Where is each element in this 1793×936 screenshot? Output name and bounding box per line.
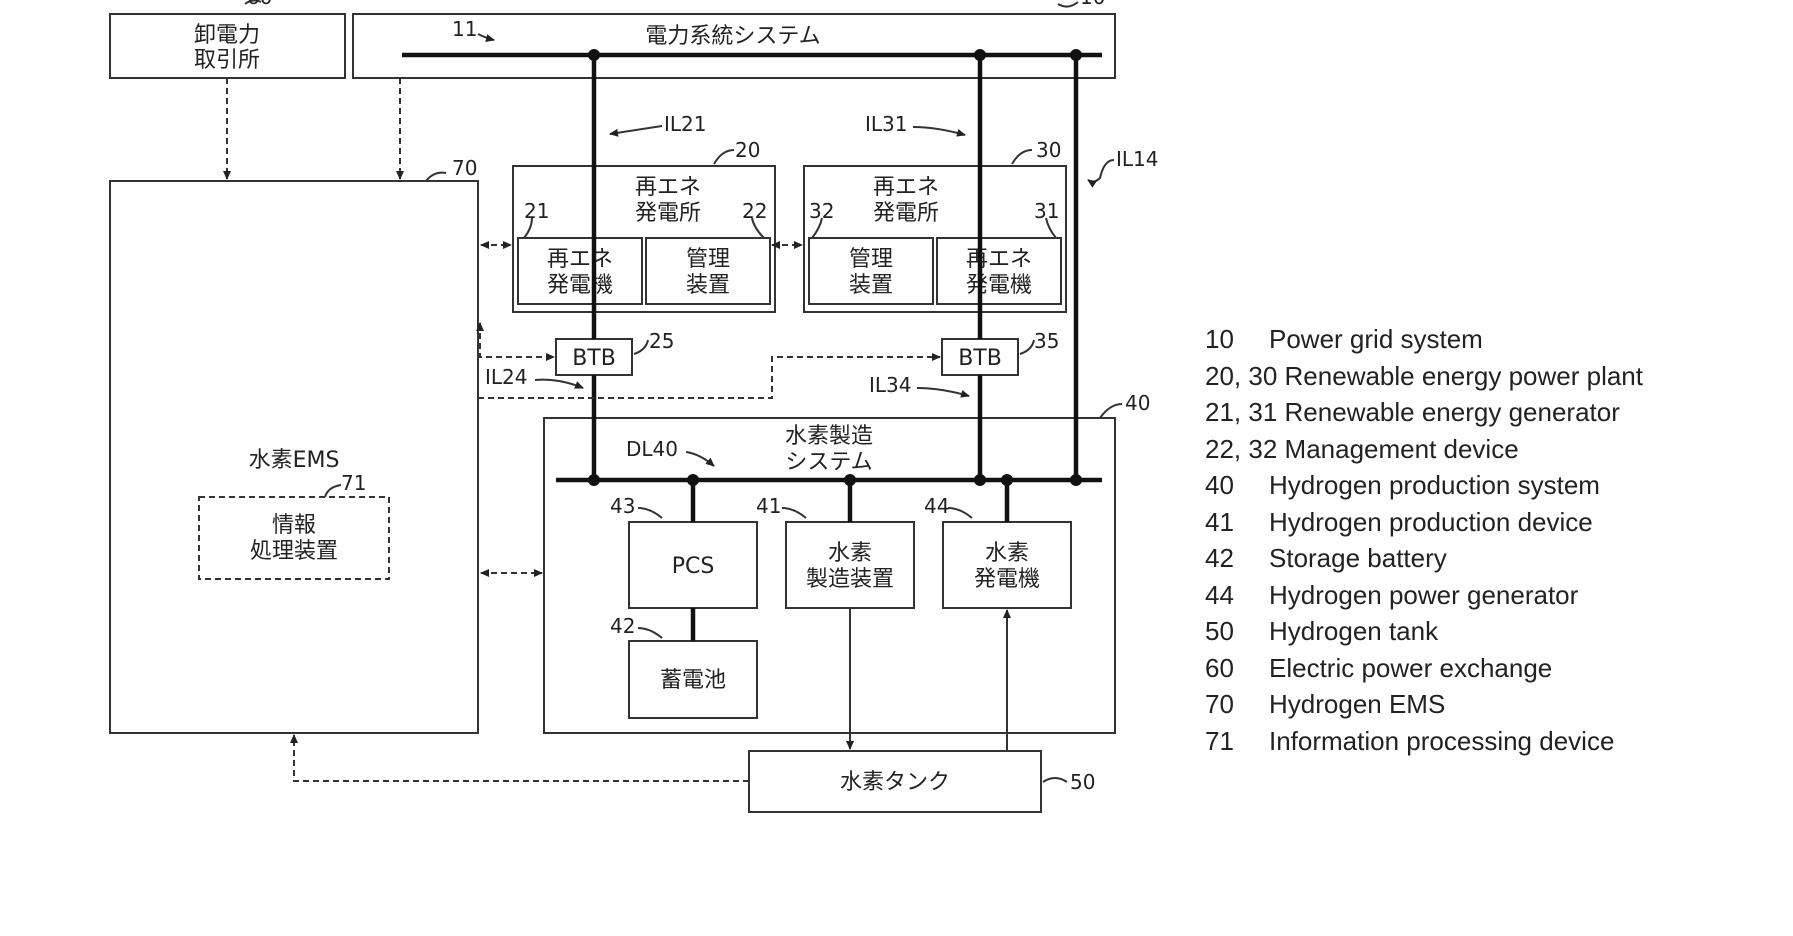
- legend-row: 70Hydrogen EMS: [1205, 686, 1765, 723]
- hydrogen-tank-block: 水素タンク 50: [749, 751, 1095, 812]
- legend-key: 42: [1205, 540, 1269, 577]
- legend-key: 20, 30: [1205, 358, 1277, 395]
- legend-text: Power grid system: [1269, 321, 1483, 358]
- info-processing-label-1: 情報: [272, 513, 316, 538]
- h2-system-ref: 40: [1125, 391, 1150, 415]
- mgmt-32-ref: 32: [809, 199, 834, 223]
- plant-20-label-2: 発電所: [635, 201, 701, 226]
- legend-row: 20, 30 Renewable energy power plant: [1205, 358, 1765, 395]
- legend: 10Power grid system 20, 30 Renewable ene…: [1205, 321, 1765, 759]
- tank-label: 水素タンク: [840, 770, 950, 795]
- mgmt-22-label-1: 管理: [686, 247, 730, 272]
- legend-text: Management device: [1285, 431, 1519, 468]
- legend-row: 41Hydrogen production device: [1205, 504, 1765, 541]
- btb-25-label: BTB: [572, 346, 616, 371]
- plant-20-label-1: 再エネ: [635, 175, 701, 200]
- legend-row: 60Electric power exchange: [1205, 650, 1765, 687]
- btb-35-ref: 35: [1034, 329, 1059, 353]
- legend-text: Renewable energy generator: [1285, 394, 1620, 431]
- h2-gen-ref: 44: [924, 494, 949, 518]
- il21-label: IL21: [664, 112, 707, 136]
- legend-key: 44: [1205, 577, 1269, 614]
- hydrogen-ems-block: 水素EMS 70: [110, 156, 478, 733]
- gen-21-label-1: 再エネ: [547, 247, 613, 272]
- legend-key: 60: [1205, 650, 1269, 687]
- legend-text: Hydrogen production device: [1269, 504, 1593, 541]
- plant-30-label-2: 発電所: [873, 201, 939, 226]
- power-exchange-label-2: 取引所: [194, 48, 260, 73]
- legend-row: 40Hydrogen production system: [1205, 467, 1765, 504]
- info-processing-label-2: 処理装置: [250, 539, 338, 564]
- h2-gen-label-2: 発電機: [974, 567, 1040, 592]
- gen-31-label-1: 再エネ: [966, 247, 1032, 272]
- gen-31-ref: 31: [1034, 199, 1059, 223]
- legend-row: 71Information processing device: [1205, 723, 1765, 760]
- hydrogen-ems-ref: 70: [452, 156, 477, 180]
- legend-row: 44Hydrogen power generator: [1205, 577, 1765, 614]
- legend-text: Information processing device: [1269, 723, 1614, 760]
- il34-label: IL34: [869, 373, 912, 397]
- mgmt-22-ref: 22: [742, 199, 767, 223]
- tank-ref: 50: [1070, 770, 1095, 794]
- btb-35-block: BTB 35: [942, 329, 1059, 375]
- h2-prod-ref: 41: [756, 494, 781, 518]
- power-exchange-ref: 60: [247, 0, 272, 9]
- battery-ref: 42: [610, 614, 635, 638]
- legend-row: 42Storage battery: [1205, 540, 1765, 577]
- legend-text: Hydrogen EMS: [1269, 686, 1445, 723]
- pcs-ref: 43: [610, 494, 635, 518]
- battery-label: 蓄電池: [660, 668, 726, 693]
- h2-system-label-1: 水素製造: [785, 424, 873, 449]
- legend-key: 40: [1205, 467, 1269, 504]
- power-exchange-label-1: 卸電力: [194, 23, 260, 48]
- mgmt-32-label-1: 管理: [849, 247, 893, 272]
- legend-key: 10: [1205, 321, 1269, 358]
- legend-text: Electric power exchange: [1269, 650, 1552, 687]
- btb-35-label: BTB: [958, 346, 1002, 371]
- legend-text: Renewable energy power plant: [1285, 358, 1643, 395]
- info-processing-ref: 71: [341, 471, 366, 495]
- hydrogen-ems-label: 水素EMS: [249, 448, 340, 473]
- h2-gen-label-1: 水素: [985, 541, 1029, 566]
- legend-key: 50: [1205, 613, 1269, 650]
- legend-text: Hydrogen production system: [1269, 467, 1600, 504]
- gen-21-ref: 21: [524, 199, 549, 223]
- plant-30-label-1: 再エネ: [873, 175, 939, 200]
- h2-system-label-2: システム: [785, 450, 872, 475]
- legend-row: 50Hydrogen tank: [1205, 613, 1765, 650]
- power-grid-ref: 10: [1080, 0, 1105, 9]
- legend-key: 41: [1205, 504, 1269, 541]
- legend-key: 22, 32: [1205, 431, 1277, 468]
- legend-key: 21, 31: [1205, 394, 1277, 431]
- legend-row: 22, 32 Management device: [1205, 431, 1765, 468]
- legend-text: Storage battery: [1269, 540, 1447, 577]
- il24-label: IL24: [485, 365, 528, 389]
- gen-21-label-2: 発電機: [547, 273, 613, 298]
- legend-row: 21, 31 Renewable energy generator: [1205, 394, 1765, 431]
- legend-row: 10Power grid system: [1205, 321, 1765, 358]
- btb-25-ref: 25: [649, 329, 674, 353]
- legend-key: 70: [1205, 686, 1269, 723]
- mgmt-32-label-2: 装置: [849, 273, 893, 298]
- legend-text: Hydrogen power generator: [1269, 577, 1578, 614]
- power-grid-block: 電力系統システム 10 11: [353, 0, 1115, 78]
- h2-prod-label-2: 製造装置: [806, 567, 894, 592]
- pcs-label: PCS: [672, 554, 715, 579]
- power-grid-label: 電力系統システム: [645, 24, 820, 49]
- il14-label: IL14: [1116, 147, 1159, 171]
- btb-25-block: BTB 25: [556, 329, 674, 375]
- il31-label: IL31: [865, 112, 908, 136]
- power-exchange-block: 卸電力 取引所 60: [110, 0, 345, 78]
- gen-31-label-2: 発電機: [966, 273, 1032, 298]
- dc-bus-ref: DL40: [626, 437, 678, 461]
- legend-key: 71: [1205, 723, 1269, 760]
- grid-bus-ref: 11: [452, 17, 477, 41]
- mgmt-22-label-2: 装置: [686, 273, 730, 298]
- plant-20-ref: 20: [735, 138, 760, 162]
- h2-prod-label-1: 水素: [828, 541, 872, 566]
- plant-30-ref: 30: [1036, 138, 1061, 162]
- legend-text: Hydrogen tank: [1269, 613, 1438, 650]
